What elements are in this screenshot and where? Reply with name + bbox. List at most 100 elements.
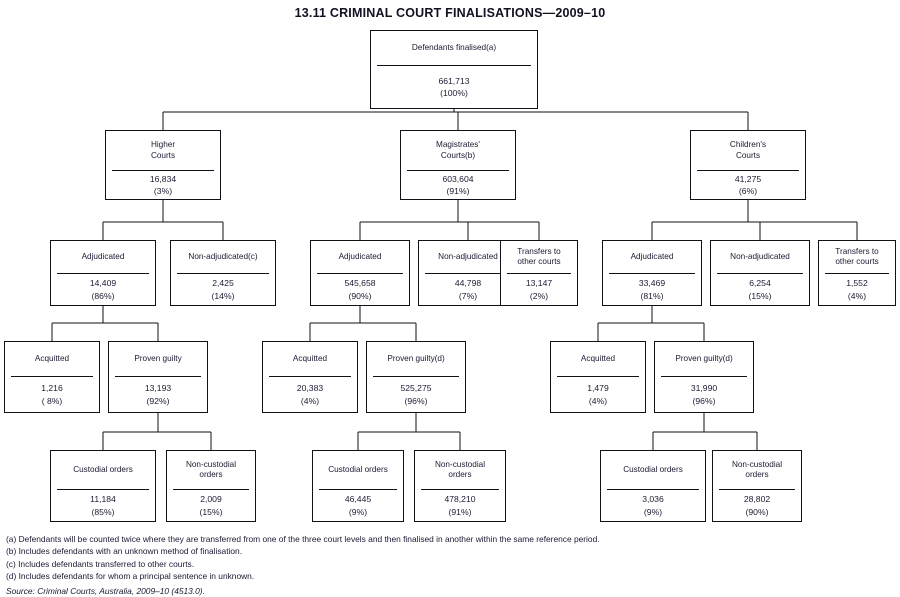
node-label: Non-adjudicated [730, 251, 790, 261]
node-divider [407, 170, 509, 172]
node-values: 1,216( 8%) [5, 377, 99, 412]
node-label: Acquitted [292, 353, 328, 363]
node-percent: (4%) [847, 290, 867, 301]
node-values: 3,036(9%) [601, 490, 705, 521]
node-label: Acquitted [34, 353, 70, 363]
node-divider [609, 273, 695, 275]
node-percent: (6%) [738, 186, 758, 197]
node-values: 525,275(96%) [367, 377, 465, 412]
node-divider [115, 376, 201, 378]
node-c-pg: Proven guilty(d) 31,990(96%) [654, 341, 754, 413]
node-c-nadj: Non-adjudicated 6,254(15%) [710, 240, 810, 306]
node-label: Non-custodial orders [185, 459, 237, 479]
node-values: 13,147(2%) [501, 274, 577, 305]
footnotes: (a) Defendants will be counted twice whe… [6, 533, 886, 597]
node-divider [377, 65, 531, 67]
node-divider [11, 376, 93, 378]
node-m-acq: Acquitted 20,383(4%) [262, 341, 358, 413]
node-percent: (7%) [458, 290, 478, 301]
node-label: Adjudicated [81, 251, 125, 261]
node-count: 33,469 [638, 278, 666, 289]
node-divider [661, 376, 747, 378]
footnote-b: (b) Includes defendants with an unknown … [6, 546, 243, 557]
node-percent: (15%) [748, 290, 772, 301]
node-values: 545,658(90%) [311, 274, 409, 305]
node-values: 603,604(91%) [401, 171, 515, 199]
node-values: 20,383(4%) [263, 377, 357, 412]
node-divider [177, 273, 269, 275]
node-count: 661,713 [438, 75, 470, 86]
node-label: Proven guilty(d) [675, 353, 733, 363]
node-count: 603,604 [442, 173, 474, 184]
node-percent: (2%) [529, 290, 549, 301]
node-values: 31,990(96%) [655, 377, 753, 412]
node-h-adj: Adjudicated 14,409(86%) [50, 240, 156, 306]
node-count: 13,193 [144, 383, 172, 394]
node-count: 28,802 [743, 494, 771, 505]
node-percent: (91%) [448, 506, 472, 517]
node-label: Non-adjudicated [438, 251, 498, 261]
node-divider [717, 273, 803, 275]
node-count: 41,275 [734, 173, 762, 184]
node-label: Transfers to other courts [517, 246, 561, 266]
node-divider [421, 489, 499, 491]
node-divider [112, 170, 214, 172]
node-count: 20,383 [296, 383, 324, 394]
node-divider [269, 376, 351, 378]
node-percent: (90%) [745, 506, 769, 517]
node-percent: (90%) [348, 290, 372, 301]
node-percent: (14%) [211, 290, 235, 301]
node-count: 44,798 [454, 278, 482, 289]
node-label: Magistrates' Courts(b) [436, 140, 480, 160]
node-label: Non-custodial orders [434, 459, 486, 479]
node-values: 6,254(15%) [711, 274, 809, 305]
node-values: 13,193(92%) [109, 377, 207, 412]
node-values: 33,469(81%) [603, 274, 701, 305]
node-percent: (3%) [153, 186, 173, 197]
node-count: 13,147 [525, 278, 553, 289]
node-percent: (100%) [440, 88, 468, 99]
node-values: 11,184(85%) [51, 490, 155, 521]
node-count: 1,552 [846, 278, 868, 289]
node-percent: (86%) [91, 290, 115, 301]
node-divider [425, 273, 511, 275]
node-m-ncust: Non-custodial orders 478,210(91%) [414, 450, 506, 522]
node-mag: Magistrates' Courts(b) 603,604(91%) [400, 130, 516, 200]
node-values: 2,009(15%) [167, 490, 255, 521]
node-divider [507, 273, 571, 275]
node-m-pg: Proven guilty(d) 525,275(96%) [366, 341, 466, 413]
node-count: 2,425 [212, 278, 234, 289]
node-h-pg: Proven guilty 13,193(92%) [108, 341, 208, 413]
node-count: 1,479 [587, 383, 609, 394]
node-values: 2,425(14%) [171, 274, 275, 305]
node-percent: ( 8%) [41, 395, 63, 406]
node-count: 1,216 [41, 383, 63, 394]
node-h-ncust: Non-custodial orders 2,009(15%) [166, 450, 256, 522]
node-values: 14,409(86%) [51, 274, 155, 305]
node-percent: (9%) [643, 506, 663, 517]
node-divider [825, 273, 889, 275]
page-title: 13.11 CRIMINAL COURT FINALISATIONS—2009–… [294, 6, 606, 20]
node-count: 16,834 [149, 173, 177, 184]
node-count: 478,210 [444, 494, 476, 505]
node-divider [317, 273, 403, 275]
footnote-a: (a) Defendants will be counted twice whe… [6, 534, 600, 544]
node-values: 661,713 (100%) [371, 66, 537, 108]
node-label: Proven guilty [134, 353, 182, 363]
node-label: Proven guilty(d) [387, 353, 445, 363]
node-root: Defendants finalised(a)661,713(100%) [370, 30, 538, 109]
node-h-nadj: Non-adjudicated(c)2,425(14%) [170, 240, 276, 306]
node-count: 31,990 [690, 383, 718, 394]
node-divider [373, 376, 459, 378]
node-percent: (96%) [692, 395, 716, 406]
node-percent: (4%) [300, 395, 320, 406]
node-divider [57, 273, 149, 275]
node-values: 41,275 (6%) [691, 171, 805, 199]
